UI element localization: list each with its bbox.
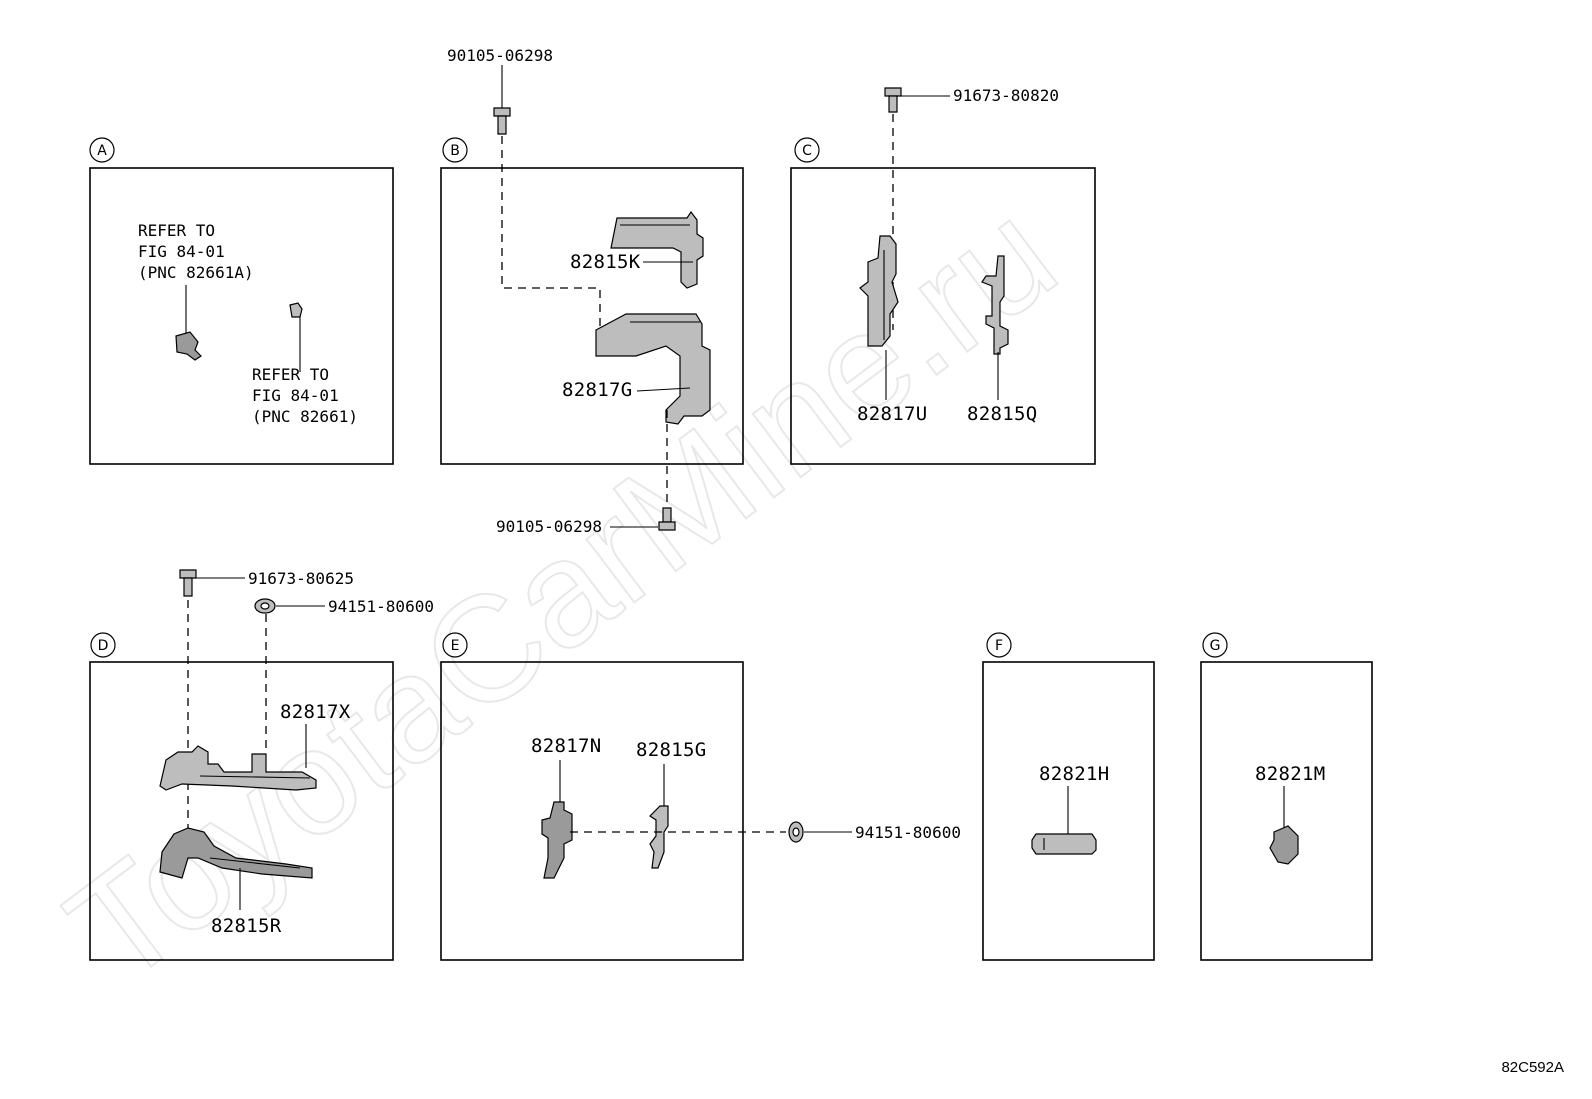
bracket-82817g-part bbox=[595, 313, 711, 425]
label-94151-80600-e: 94151-80600 bbox=[855, 823, 961, 842]
connector-82821m-part bbox=[1269, 825, 1299, 865]
svg-text:B: B bbox=[450, 143, 460, 159]
nut-icon bbox=[788, 821, 804, 843]
svg-text:(PNC 82661A): (PNC 82661A) bbox=[138, 263, 254, 282]
assembly-dashed-line bbox=[501, 136, 601, 330]
svg-text:REFER TO: REFER TO bbox=[138, 221, 215, 240]
bracket-82817u-part bbox=[859, 235, 899, 347]
section-marker-b: B bbox=[442, 137, 468, 163]
bracket-82815q-part bbox=[981, 255, 1009, 355]
svg-text:E: E bbox=[451, 638, 460, 654]
bracket-82815k-part bbox=[610, 210, 704, 289]
section-box-c bbox=[790, 167, 1096, 465]
section-marker-c: C bbox=[794, 137, 820, 163]
section-marker-f: F bbox=[986, 632, 1012, 658]
leader-line bbox=[636, 387, 691, 392]
label-90105-06298-bottom: 90105-06298 bbox=[496, 517, 602, 536]
svg-text:FIG 84-01: FIG 84-01 bbox=[138, 242, 225, 261]
svg-text:G: G bbox=[1210, 638, 1221, 654]
label-82815g: 82815G bbox=[636, 739, 706, 761]
label-94151-80600-d: 94151-80600 bbox=[328, 597, 434, 616]
section-marker-d: D bbox=[90, 632, 116, 658]
section-box-d bbox=[89, 661, 394, 961]
svg-text:REFER TO: REFER TO bbox=[252, 365, 329, 384]
bracket-82815r-part bbox=[159, 827, 313, 879]
label-82821h: 82821H bbox=[1039, 763, 1109, 785]
svg-text:C: C bbox=[802, 143, 812, 159]
refer-note-left: REFER TO FIG 84-01 (PNC 82661A) bbox=[138, 221, 254, 282]
connector-clip-part bbox=[175, 331, 202, 361]
connector-82821h-part bbox=[1031, 833, 1097, 855]
label-82817x: 82817X bbox=[280, 701, 351, 723]
label-91673-80625: 91673-80625 bbox=[248, 569, 354, 588]
bolt-icon bbox=[658, 507, 676, 531]
nut-icon bbox=[254, 598, 276, 614]
svg-text:D: D bbox=[98, 638, 109, 654]
label-91673-80820: 91673-80820 bbox=[953, 86, 1059, 105]
small-clip-part bbox=[289, 302, 303, 318]
bolt-icon bbox=[493, 107, 511, 135]
watermark: ToyotaCarMine.ru bbox=[38, 169, 1085, 1016]
label-82815r: 82815R bbox=[211, 915, 282, 937]
svg-text:FIG 84-01: FIG 84-01 bbox=[252, 386, 339, 405]
figure-code: 82C592A bbox=[1501, 1059, 1564, 1076]
svg-text:A: A bbox=[97, 143, 107, 159]
label-90105-06298-top: 90105-06298 bbox=[447, 46, 553, 65]
section-box-f bbox=[982, 661, 1155, 961]
section-marker-e: E bbox=[442, 632, 468, 658]
section-box-g bbox=[1200, 661, 1373, 961]
label-82821m: 82821M bbox=[1255, 763, 1325, 785]
section-marker-g: G bbox=[1202, 632, 1228, 658]
label-82817n: 82817N bbox=[531, 735, 601, 757]
label-82817u: 82817U bbox=[857, 403, 927, 425]
bolt-icon bbox=[179, 569, 197, 597]
svg-text:(PNC 82661): (PNC 82661) bbox=[252, 407, 358, 426]
bracket-82817n-part bbox=[541, 801, 573, 879]
bracket-82817x-part bbox=[159, 745, 317, 791]
label-82815k: 82815K bbox=[570, 251, 641, 273]
section-box-e bbox=[440, 661, 744, 961]
bracket-82815g-part bbox=[649, 805, 669, 869]
bolt-icon bbox=[884, 87, 902, 113]
section-box-b bbox=[440, 167, 744, 465]
svg-text:F: F bbox=[995, 638, 1003, 654]
refer-note-right: REFER TO FIG 84-01 (PNC 82661) bbox=[252, 365, 358, 426]
section-marker-a: A bbox=[89, 137, 115, 163]
section-box-a bbox=[89, 167, 394, 465]
label-82817g: 82817G bbox=[562, 379, 632, 401]
label-82815q: 82815Q bbox=[967, 403, 1037, 425]
